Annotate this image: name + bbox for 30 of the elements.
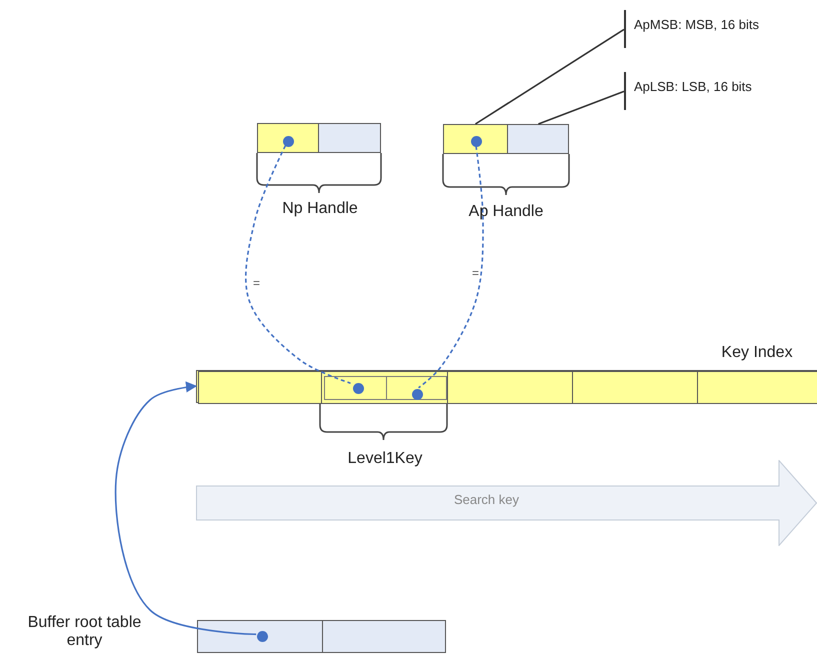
- field-cell: [257, 123, 319, 153]
- key-cell: [321, 371, 448, 404]
- dashed-connector: [418, 146, 484, 388]
- field-cell: [322, 620, 446, 653]
- field-cell: [507, 124, 569, 154]
- curved-arrow: [114, 381, 256, 636]
- annotation-label: ApMSB: MSB, 16 bits: [634, 18, 759, 33]
- group-label: Buffer root table entry: [26, 614, 142, 651]
- pointer-dot: [283, 136, 294, 147]
- annotation-label: ApLSB: LSB, 16 bits: [634, 80, 752, 95]
- key-cell: [572, 371, 698, 404]
- leader-line: [474, 28, 624, 125]
- leader-line: [538, 90, 624, 125]
- pointer-dot: [471, 136, 482, 147]
- pointer-dot: [257, 631, 268, 642]
- group-label: Ap Handle: [468, 203, 544, 222]
- pointer-dot: [412, 389, 423, 400]
- field-cell: [197, 620, 323, 653]
- subkey-cell: [386, 376, 447, 400]
- key-cell: [697, 371, 817, 404]
- field-cell: [443, 124, 508, 154]
- key-cell: [198, 371, 322, 404]
- group-label: Np Handle: [281, 200, 359, 218]
- arrow-label: Search key: [452, 493, 520, 508]
- brace-label: Level1Key: [346, 450, 424, 468]
- subkey-cell: [324, 376, 387, 400]
- bar-label: Key Index: [720, 344, 794, 362]
- key-cell: [447, 371, 573, 404]
- pointer-dot: [353, 383, 364, 394]
- field-cell: [318, 123, 381, 153]
